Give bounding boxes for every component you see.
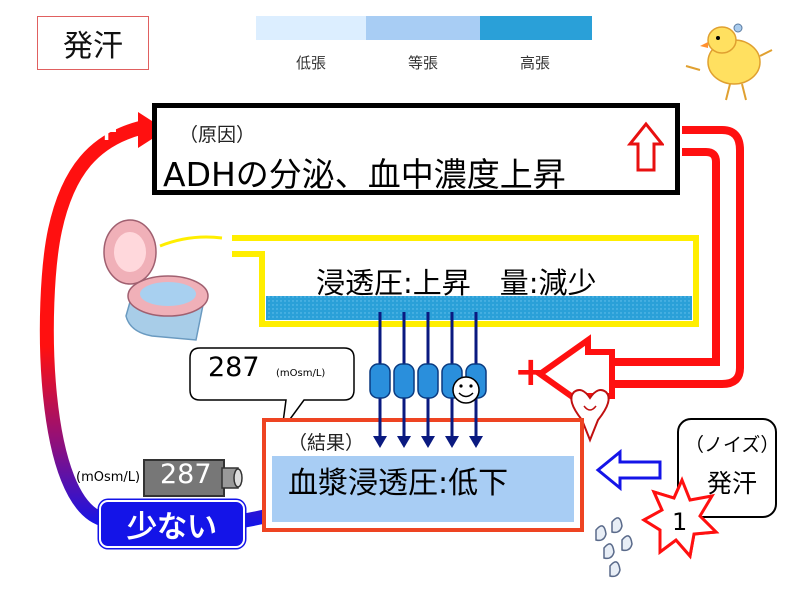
result-text: 血漿浸透圧:低下: [288, 466, 509, 501]
cause-text: ADHの分泌、血中濃度上昇: [163, 155, 566, 194]
legend-swatch-hypotonic: [256, 16, 366, 40]
water-arrows-overlay: [373, 414, 483, 448]
kidney-plus-sign: +: [514, 349, 548, 395]
toilet-icon: [103, 219, 223, 341]
low-label-text: 少ない: [127, 510, 217, 545]
bubble-osmolality-unit: (mOsm/L): [276, 368, 326, 379]
noise-input-arrow: [595, 448, 662, 492]
legend-swatch-hypertonic: [480, 16, 592, 40]
chick-icon: [685, 23, 773, 101]
title-box: 発汗: [37, 16, 149, 70]
kidney-hypertonic-layer: [266, 296, 692, 320]
kidney-channel-outline: [232, 235, 699, 327]
noise-tag: （ノイズ）: [685, 434, 780, 456]
cause-tag: （原因）: [179, 124, 256, 146]
smiley-icon: [452, 376, 480, 404]
legend-label-isotonic: 等張: [407, 54, 438, 72]
legend-swatch-isotonic: [366, 16, 480, 40]
burst-shape: [641, 476, 720, 560]
meter-value: 287: [160, 459, 212, 490]
burst-overlay: [641, 476, 720, 560]
increase-arrow-shape: [626, 121, 664, 172]
noise-text: 発汗: [707, 469, 758, 498]
water-arrow-tips: [373, 436, 483, 448]
low-label: 少ない: [99, 500, 245, 548]
cause-box: （原因） ADHの分泌、血中濃度上昇: [152, 103, 680, 195]
speech-bubble: [189, 347, 355, 431]
adh-effect-arrow-inner: [590, 148, 720, 366]
increase-arrow-overlay: [626, 121, 664, 172]
water-arrow-stems: [378, 414, 478, 438]
kidney-osmolality-text: 浸透圧:上昇 量:減少: [316, 266, 597, 300]
heart-icon: [570, 389, 610, 443]
legend-label-hypotonic: 低張: [295, 54, 326, 72]
feedback-plus-sign: +: [94, 113, 120, 148]
result-tag: （結果）: [288, 432, 365, 454]
result-isotonic-fill: [272, 456, 574, 522]
burst-number: 1: [672, 508, 688, 536]
osmometer-icon: [143, 459, 243, 497]
legend-label-hypertonic: 高張: [519, 54, 550, 72]
bubble-osmolality-value: 287: [208, 352, 260, 383]
title-text: 発汗: [63, 29, 123, 64]
adh-effect-arrow: [590, 126, 744, 388]
meter-unit: (mOsm/L): [76, 470, 141, 485]
sweat-drops-icon: [595, 517, 633, 578]
